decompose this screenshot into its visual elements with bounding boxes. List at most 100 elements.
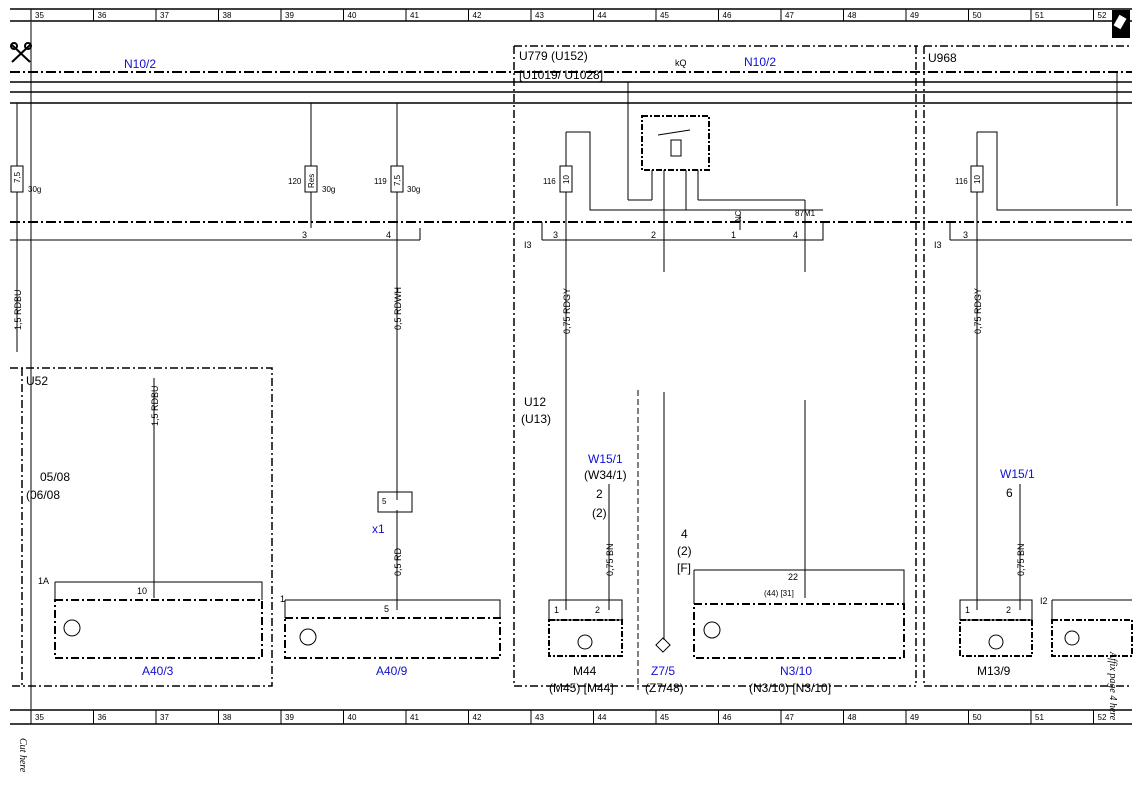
svg-text:6: 6 <box>1006 486 1013 500</box>
svg-text:2: 2 <box>595 605 600 615</box>
svg-text:10: 10 <box>562 175 571 184</box>
m44-motor <box>548 599 623 657</box>
arrow-05-08: 05/08 <box>40 470 70 484</box>
z7-5-label: Z7/5 <box>651 664 675 678</box>
svg-text:116: 116 <box>955 177 968 186</box>
ruler-number: 42 <box>473 713 482 722</box>
u52-label: U52 <box>26 374 48 388</box>
svg-text:2: 2 <box>596 487 603 501</box>
svg-text:I2: I2 <box>1040 596 1048 606</box>
w15-1-label: W15/1 <box>588 452 623 466</box>
ruler-number: 36 <box>98 713 107 722</box>
u12-label: U12 <box>524 395 546 409</box>
wires <box>16 228 1021 690</box>
ruler-number: 44 <box>598 11 607 20</box>
mid-module-label2: [U1019/ U1028] <box>519 68 603 82</box>
scissors-icon <box>10 42 32 63</box>
svg-text:10: 10 <box>973 175 982 184</box>
fuse-120: Res 120 30g <box>288 103 335 228</box>
svg-text:0,75 RDGY: 0,75 RDGY <box>562 288 572 334</box>
ruler-number: 51 <box>1035 11 1044 20</box>
svg-text:7,5: 7,5 <box>13 171 22 183</box>
ruler-number: 39 <box>285 713 294 722</box>
svg-text:1A: 1A <box>38 576 49 586</box>
svg-text:4: 4 <box>386 230 391 240</box>
m44-label: M44 <box>573 664 597 678</box>
svg-text:10: 10 <box>137 586 147 596</box>
w15-1b-label: W15/1 <box>1000 467 1035 481</box>
n3-10-label: N3/10 <box>780 664 812 678</box>
svg-text:87M1: 87M1 <box>795 209 816 218</box>
svg-text:0,5 RDWH: 0,5 RDWH <box>393 287 403 330</box>
u13-label: (U13) <box>521 412 551 426</box>
svg-text:I3: I3 <box>934 240 942 250</box>
ruler-number: 46 <box>723 11 732 20</box>
affix-note: Affix page 4 here <box>1107 651 1118 721</box>
ruler-number: 38 <box>223 713 232 722</box>
svg-text:(2): (2) <box>592 506 607 520</box>
svg-text:1,5 RDBU: 1,5 RDBU <box>150 385 160 426</box>
ruler-number: 47 <box>785 11 794 20</box>
svg-text:Res: Res <box>307 174 316 188</box>
ruler-number: 44 <box>598 713 607 722</box>
ruler-number: 40 <box>348 713 357 722</box>
svg-text:119: 119 <box>374 177 387 186</box>
fuse-1: 7,5 30g <box>10 103 41 228</box>
ruler-number: 48 <box>848 713 857 722</box>
svg-text:5: 5 <box>384 604 389 614</box>
svg-text:[F]: [F] <box>677 561 691 575</box>
svg-text:1: 1 <box>731 230 736 240</box>
fuse-116-right: 10 116 <box>955 131 1132 228</box>
a40-3-component <box>54 581 263 659</box>
a40-3-label: A40/3 <box>142 664 174 678</box>
fuse-119: 7,5 119 30g <box>374 103 420 228</box>
section-boxes <box>513 45 1132 687</box>
svg-text:0,75 BN: 0,75 BN <box>1016 543 1026 576</box>
svg-text:2: 2 <box>1006 605 1011 615</box>
m13-9-label: M13/9 <box>977 664 1011 678</box>
svg-text:5: 5 <box>382 497 387 506</box>
connector-pins: 3 4 3 2 1 4 3 I3 I3 NC 87M1 <box>302 209 968 250</box>
n3-10b-label: (N3/10) [N3/10] <box>749 681 831 695</box>
right-module-label: U968 <box>928 51 957 65</box>
svg-text:116: 116 <box>543 177 556 186</box>
svg-text:0,5 RD: 0,5 RD <box>393 547 403 576</box>
m45-label: (M45) [M44] <box>549 681 614 695</box>
ruler-number: 52 <box>1098 11 1107 20</box>
ruler-number: 52 <box>1098 713 1107 722</box>
ruler-number: 43 <box>535 11 544 20</box>
svg-text:30g: 30g <box>407 185 420 194</box>
x1-label: x1 <box>372 522 385 536</box>
svg-text:7,5: 7,5 <box>393 174 402 186</box>
ruler-number: 45 <box>660 11 669 20</box>
ruler-number: 35 <box>35 713 44 722</box>
svg-text:1: 1 <box>554 605 559 615</box>
kq-label: kQ <box>675 58 687 68</box>
mid-blue-label: N10/2 <box>744 55 776 69</box>
svg-text:1: 1 <box>965 605 970 615</box>
a40-9-component <box>284 599 501 659</box>
ruler-number: 49 <box>910 713 919 722</box>
n3-10-component <box>693 569 905 659</box>
svg-text:(44) [31]: (44) [31] <box>764 589 794 598</box>
ruler-number: 50 <box>973 11 982 20</box>
ruler-number: 40 <box>348 11 357 20</box>
ruler-number: 42 <box>473 11 482 20</box>
z7-48-label: (Z7/48) <box>645 681 684 695</box>
svg-text:4: 4 <box>681 527 688 541</box>
cut-note: Cut here <box>17 738 28 773</box>
a40-9-label: A40/9 <box>376 664 408 678</box>
svg-text:NC: NC <box>734 210 743 222</box>
svg-text:120: 120 <box>288 177 302 186</box>
ruler-number: 37 <box>160 713 169 722</box>
relay-kq <box>627 82 806 230</box>
svg-text:30g: 30g <box>322 185 335 194</box>
svg-text:2: 2 <box>651 230 656 240</box>
svg-text:3: 3 <box>553 230 558 240</box>
svg-text:22: 22 <box>788 572 798 582</box>
ruler-number: 46 <box>723 713 732 722</box>
u52-box <box>10 367 273 687</box>
